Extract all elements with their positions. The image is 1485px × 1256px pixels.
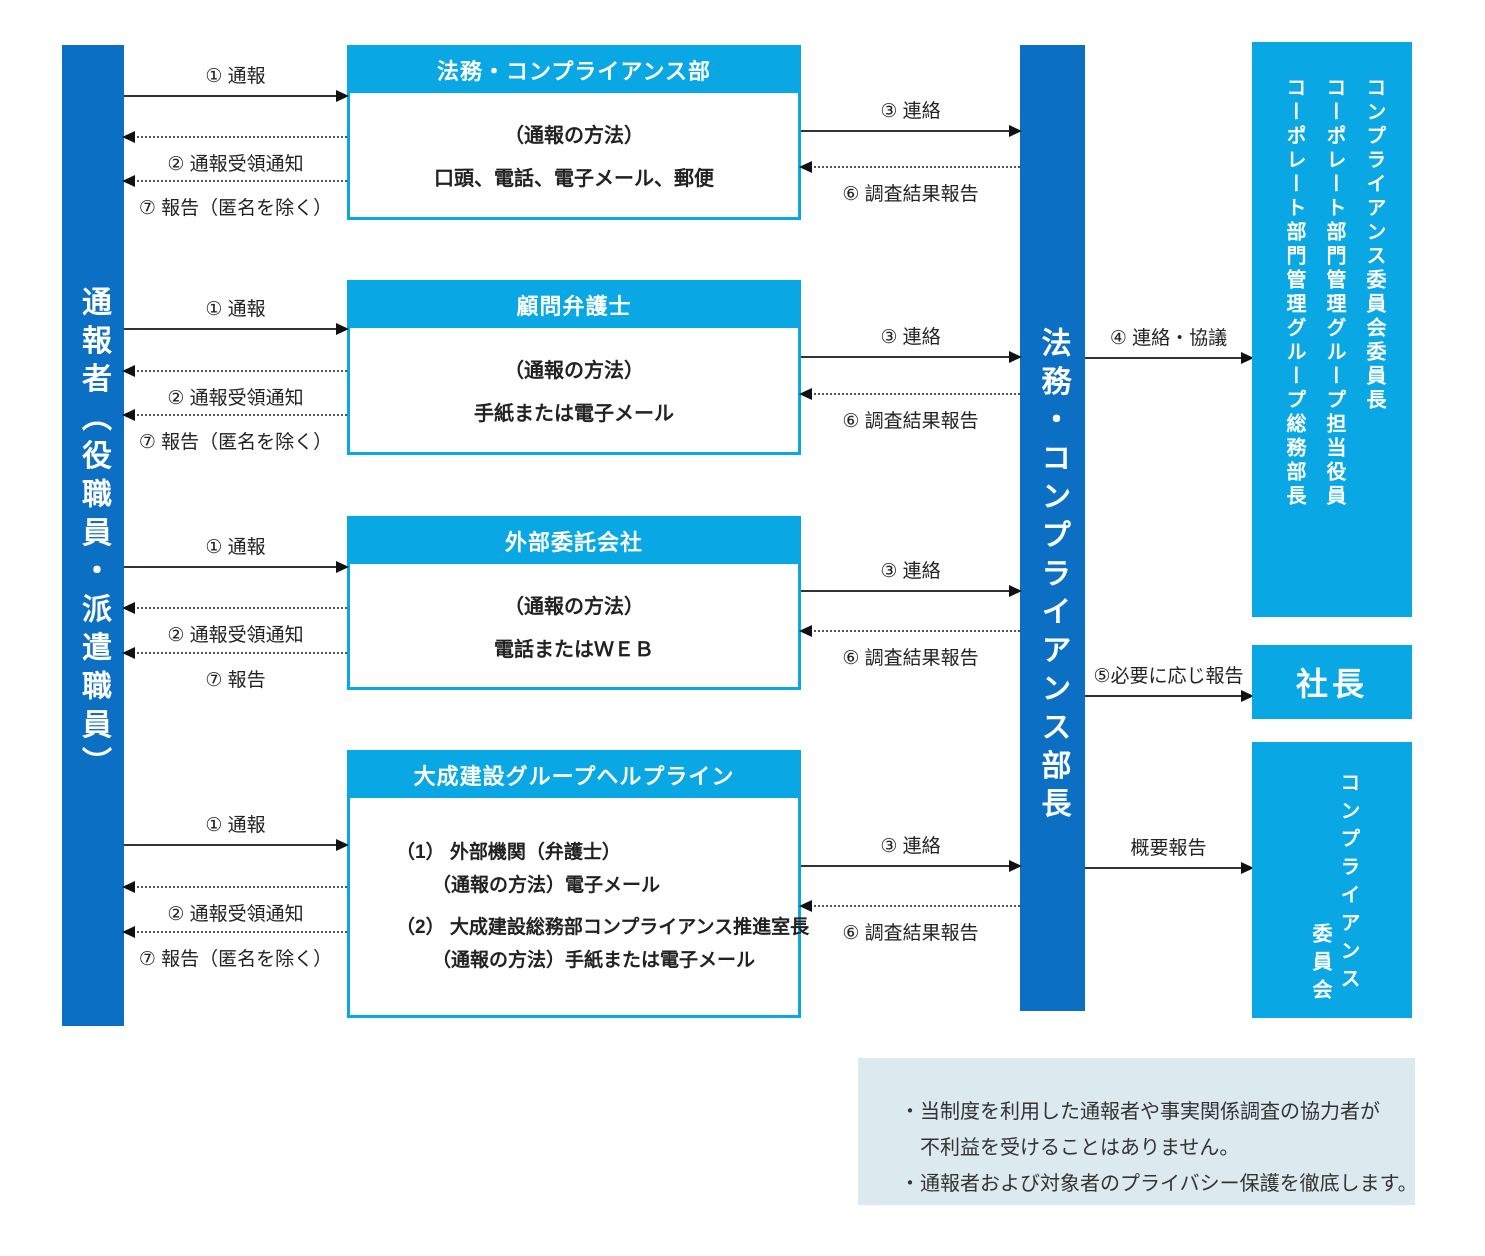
- channel-box-title: 法務・コンプライアンス部: [350, 48, 798, 93]
- channel-box-title: 外部委託会社: [350, 519, 798, 564]
- arrow-summary-report-label: 概要報告: [1130, 838, 1207, 859]
- arrow-report-g2: ① 通報: [124, 299, 349, 335]
- arrow-contact-g1: ③ 連絡: [801, 101, 1022, 137]
- helpline-item-title: （1） 外部機関（弁護士）: [396, 842, 621, 863]
- arrow-feedback-g4-label: ⑦ 報告（匿名を除く）: [138, 949, 333, 970]
- arrow-feedback-g1-label: ⑦ 報告（匿名を除く）: [138, 198, 333, 219]
- arrow-receipt-g4: ② 通報受領通知: [122, 881, 347, 925]
- arrow-report-g3-label: ① 通報: [205, 537, 266, 558]
- arrow-report-g1-label: ① 通報: [205, 66, 266, 87]
- group-helpline-box: 大成建設グループヘルプライン （1） 外部機関（弁護士） （通報の方法）電子メー…: [347, 750, 809, 1018]
- arrow-feedback-g2-label: ⑦ 報告（匿名を除く）: [138, 432, 333, 453]
- management-roles-box: コンプライアンス委員会委員長 コーポレート部門管理グループ担当役員 コーポレート…: [1252, 42, 1412, 617]
- arrow-receipt-g3: ② 通報受領通知: [122, 602, 347, 646]
- arrow-contact-g3-label: ③ 連絡: [880, 561, 941, 582]
- arrow-consult-label: ④ 連絡・協議: [1109, 328, 1228, 349]
- management-role-column: コーポレート部門管理グループ総務部長: [1283, 77, 1305, 509]
- arrow-feedback-g2: ⑦ 報告（匿名を除く）: [122, 409, 347, 453]
- arrow-report-g4-label: ① 通報: [205, 815, 266, 836]
- arrow-result-g4-label: ⑥ 調査結果報告: [842, 923, 979, 944]
- arrow-report-g4: ① 通報: [124, 815, 349, 851]
- arrow-feedback-g4: ⑦ 報告（匿名を除く）: [122, 926, 347, 970]
- arrow-receipt-g2: ② 通報受領通知: [122, 365, 347, 409]
- channel-method-detail: 口頭、電話、電子メール、郵便: [434, 168, 714, 190]
- arrow-result-g3-label: ⑥ 調査結果報告: [842, 648, 979, 669]
- arrow-receipt-g3-label: ② 通報受領通知: [167, 625, 304, 646]
- channel-box-title: 大成建設グループヘルプライン: [350, 753, 798, 798]
- arrow-contact-g3: ③ 連絡: [801, 561, 1022, 597]
- channel-method-label: （通報の方法）: [504, 360, 644, 382]
- channel-method-label: （通報の方法）: [504, 595, 644, 618]
- president-label: 社長: [1295, 666, 1368, 702]
- arrow-receipt-g1: ② 通報受領通知: [122, 131, 347, 175]
- note-line: ・当制度を利用した通報者や事実関係調査の協力者が: [900, 1101, 1380, 1123]
- channel-method-label: （通報の方法）: [504, 125, 644, 147]
- channel-box-title: 顧問弁護士: [350, 283, 798, 328]
- arrow-receipt-g1-label: ② 通報受領通知: [167, 154, 304, 175]
- channel-method-detail: 電話またはＷＥＢ: [494, 638, 654, 661]
- arrow-receipt-g2-label: ② 通報受領通知: [167, 388, 304, 409]
- arrow-contact-g4: ③ 連絡: [801, 836, 1022, 872]
- arrow-feedback-g1: ⑦ 報告（匿名を除く）: [122, 175, 347, 219]
- arrow-result-g2: ⑥ 調査結果報告: [799, 388, 1020, 432]
- arrow-contact-g1-label: ③ 連絡: [880, 101, 941, 122]
- reporter-bar: 通報者（役職員・派遣職員）: [62, 45, 124, 1026]
- arrow-consult: ④ 連絡・協議: [1085, 328, 1254, 364]
- channel-method-detail: 手紙または電子メール: [474, 403, 674, 425]
- compliance-committee-box: コンプライアンス 委員会: [1252, 742, 1412, 1018]
- arrow-report-g2-label: ① 通報: [205, 299, 266, 320]
- arrow-president-report-label: ⑤必要に応じ報告: [1093, 666, 1244, 687]
- arrow-result-g4: ⑥ 調査結果報告: [799, 900, 1020, 944]
- legal-compliance-dept-box: 法務・コンプライアンス部 （通報の方法） 口頭、電話、電子メール、郵便: [347, 45, 801, 220]
- helpline-item-method: （通報の方法）手紙または電子メール: [432, 950, 756, 971]
- management-role-column: コンプライアンス委員会委員長: [1363, 77, 1385, 413]
- external-contractor-box: 外部委託会社 （通報の方法） 電話またはＷＥＢ: [347, 516, 801, 690]
- advisor-lawyer-box: 顧問弁護士 （通報の方法） 手紙または電子メール: [347, 280, 801, 455]
- helpline-item-1: （1） 外部機関（弁護士） （通報の方法）電子メール: [396, 836, 660, 902]
- arrow-report-g1: ① 通報: [124, 66, 349, 102]
- arrow-feedback-g3-label: ⑦ 報告: [205, 670, 266, 691]
- arrow-receipt-g4-label: ② 通報受領通知: [167, 904, 304, 925]
- helpline-item-method: （通報の方法）電子メール: [432, 875, 661, 896]
- arrow-report-g3: ① 通報: [124, 537, 349, 573]
- arrow-contact-g2: ③ 連絡: [801, 327, 1022, 363]
- president-box: 社長: [1252, 645, 1412, 719]
- legal-compliance-manager-bar: 法務・コンプライアンス部長: [1020, 45, 1085, 1011]
- committee-column: 委員会: [1309, 923, 1331, 1007]
- arrow-result-g3: ⑥ 調査結果報告: [799, 625, 1020, 669]
- arrow-feedback-g3: ⑦ 報告: [122, 647, 347, 691]
- committee-column: コンプライアンス: [1337, 772, 1359, 996]
- arrow-result-g1-label: ⑥ 調査結果報告: [842, 184, 979, 205]
- arrow-president-report: ⑤必要に応じ報告: [1085, 666, 1254, 702]
- note-line: 不利益を受けることはありません。: [900, 1137, 1240, 1159]
- helpline-item-title: （2） 大成建設総務部コンプライアンス推進室長: [396, 917, 810, 938]
- helpline-item-2: （2） 大成建設総務部コンプライアンス推進室長 （通報の方法）手紙または電子メー…: [396, 911, 809, 977]
- arrow-result-g2-label: ⑥ 調査結果報告: [842, 411, 979, 432]
- management-role-column: コーポレート部門管理グループ担当役員: [1323, 77, 1345, 509]
- reporter-bar-label: 通報者（役職員・派遣職員）: [77, 285, 110, 786]
- note-box: ・当制度を利用した通報者や事実関係調査の協力者が 不利益を受けることはありません…: [858, 1058, 1418, 1205]
- note-line: ・通報者および対象者のプライバシー保護を徹底します。: [900, 1173, 1418, 1195]
- arrow-result-g1: ⑥ 調査結果報告: [799, 161, 1020, 205]
- manager-bar-label: 法務・コンプライアンス部長: [1036, 327, 1070, 827]
- arrow-summary-report: 概要報告: [1085, 838, 1254, 874]
- arrow-contact-g4-label: ③ 連絡: [880, 836, 941, 857]
- arrow-contact-g2-label: ③ 連絡: [880, 327, 941, 348]
